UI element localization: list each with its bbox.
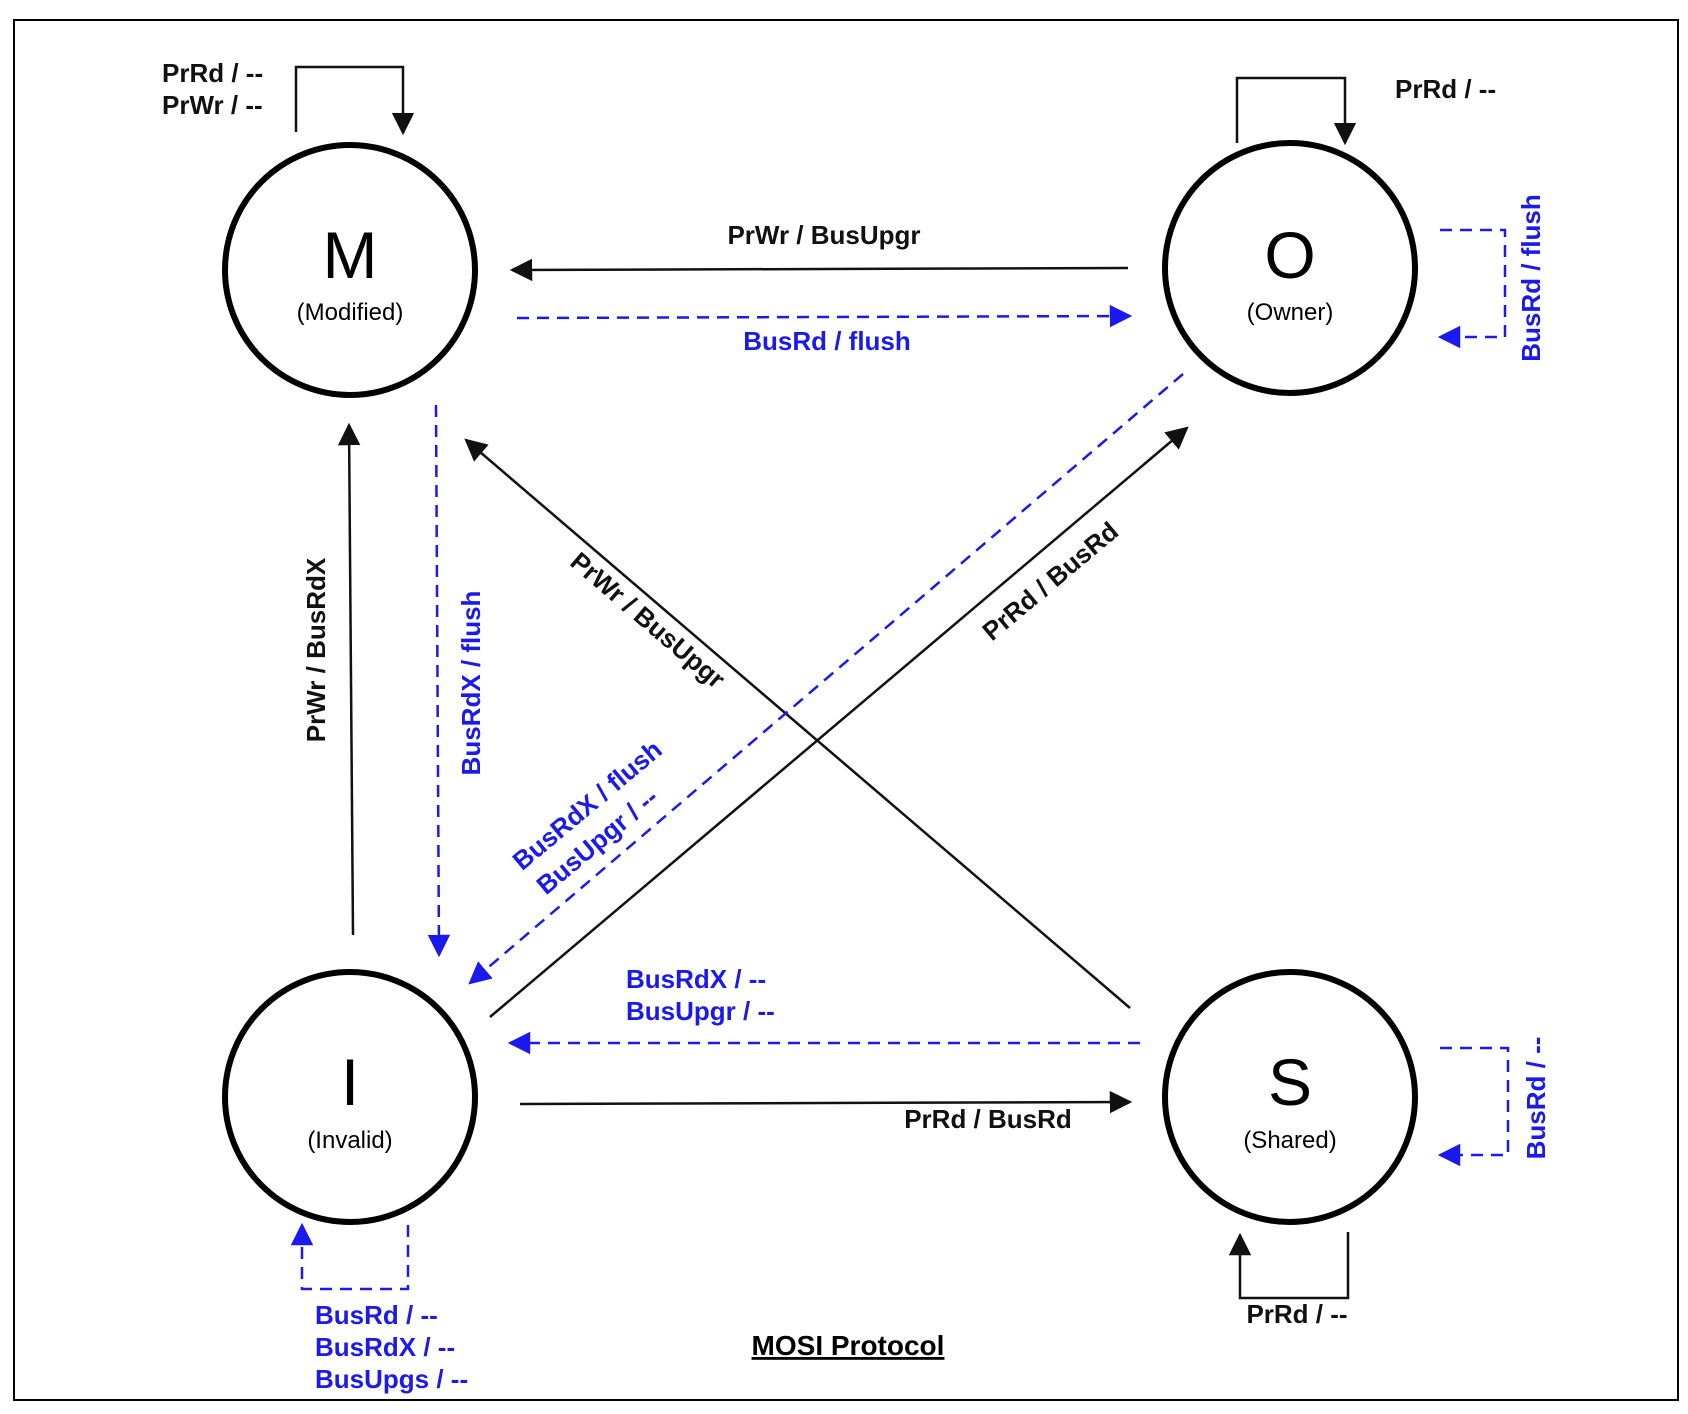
diagram-title: MOSI Protocol bbox=[752, 1330, 945, 1361]
arrow-i-to-o bbox=[489, 426, 1189, 1018]
label-o-self-bus: BusRd / flush bbox=[1516, 194, 1546, 362]
arrow-s-self-proc bbox=[1228, 1232, 1350, 1300]
label-o-to-m: PrWr / BusUpgr bbox=[727, 220, 920, 250]
arrow-o-self-bus bbox=[1437, 228, 1507, 349]
label-i-to-m: PrWr / BusRdX bbox=[301, 557, 331, 742]
label-i-self-2: BusRdX / -- bbox=[315, 1332, 455, 1362]
state-o-circle bbox=[1162, 140, 1418, 396]
arrow-o-self-proc bbox=[1235, 76, 1357, 146]
label-m-self-1: PrRd / -- bbox=[162, 58, 263, 88]
state-m-circle bbox=[222, 142, 478, 398]
label-m-self-2: PrWr / -- bbox=[162, 90, 263, 120]
label-i-self-3: BusUpgs / -- bbox=[315, 1364, 468, 1394]
state-i-circle bbox=[222, 969, 478, 1225]
arrow-s-self-bus bbox=[1437, 1046, 1510, 1167]
state-i-letter: I bbox=[341, 1045, 359, 1119]
state-s-circle bbox=[1162, 969, 1418, 1225]
state-o: O (Owner) bbox=[1162, 140, 1418, 396]
arrow-m-to-i bbox=[427, 404, 451, 958]
arrow-i-to-m bbox=[337, 422, 361, 936]
label-i-to-s: PrRd / BusRd bbox=[904, 1104, 1072, 1134]
state-m: M (Modified) bbox=[222, 142, 478, 398]
label-i-to-o: PrRd / BusRd bbox=[976, 516, 1124, 647]
state-o-name: (Owner) bbox=[1247, 299, 1334, 326]
state-m-name: (Modified) bbox=[297, 299, 404, 326]
state-i: I (Invalid) bbox=[222, 969, 478, 1225]
arrow-o-to-i bbox=[468, 373, 1184, 985]
label-o-self-proc: PrRd / -- bbox=[1395, 74, 1496, 104]
label-m-to-o: BusRd / flush bbox=[743, 326, 911, 356]
arrow-m-self bbox=[294, 65, 415, 136]
label-s-self-proc: PrRd / -- bbox=[1246, 1299, 1347, 1329]
state-i-name: (Invalid) bbox=[307, 1127, 392, 1154]
diagram-frame bbox=[13, 19, 1679, 1401]
state-m-letter: M bbox=[323, 218, 378, 292]
arrow-i-self bbox=[290, 1222, 410, 1291]
label-s-to-m: PrWr / BusUpgr bbox=[565, 546, 731, 694]
label-i-self-1: BusRd / -- bbox=[315, 1300, 438, 1330]
label-s-self-bus: BusRd / -- bbox=[1521, 1037, 1551, 1160]
label-s-to-i-1: BusRdX / -- bbox=[626, 964, 766, 994]
arrow-i-to-s bbox=[519, 1090, 1133, 1114]
state-o-letter: O bbox=[1264, 218, 1315, 292]
arrow-s-to-m bbox=[464, 438, 1131, 1009]
arrow-m-to-o bbox=[516, 304, 1133, 328]
state-s-name: (Shared) bbox=[1243, 1127, 1336, 1154]
label-m-to-i: BusRdX / flush bbox=[456, 591, 486, 776]
state-s-letter: S bbox=[1268, 1045, 1312, 1119]
arrow-o-to-m bbox=[509, 258, 1129, 282]
label-s-to-i-2: BusUpgr / -- bbox=[626, 996, 775, 1026]
state-s: S (Shared) bbox=[1162, 969, 1418, 1225]
